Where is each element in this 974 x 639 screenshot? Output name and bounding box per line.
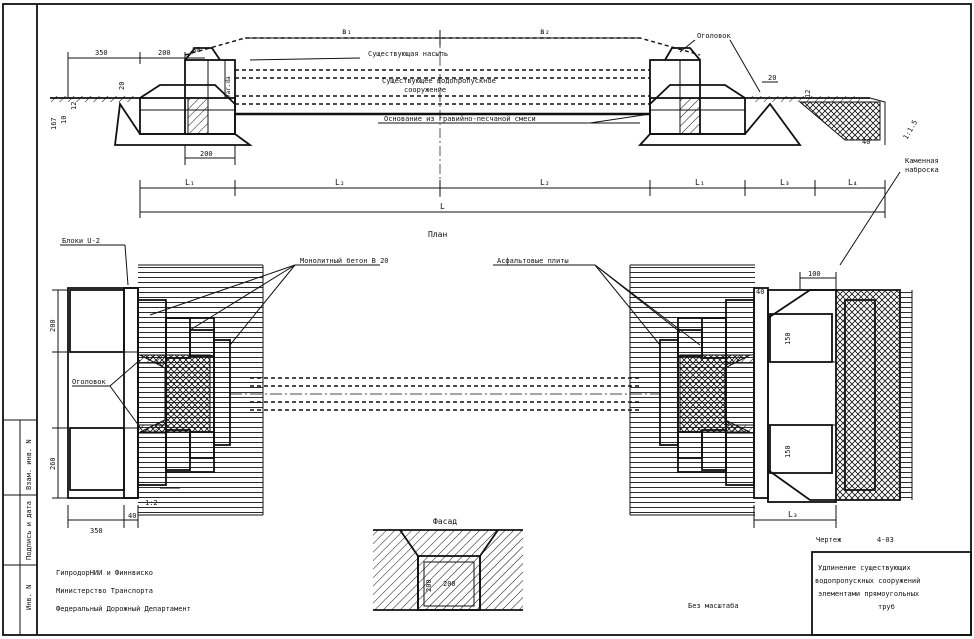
side-stamp-replace: Взам. инв. N — [25, 439, 33, 490]
title-line-4: труб — [878, 603, 895, 611]
label-existing-culvert-2: сооружение — [404, 86, 446, 94]
dim-10-left: 10 — [60, 116, 68, 124]
facade-view: Фасад 200 200 — [373, 517, 523, 611]
plan-dim-40-right: 40 — [756, 288, 764, 296]
dim-L-total: L — [440, 202, 445, 211]
label-stone-2: наброска — [905, 166, 939, 174]
plan-dim-L3: L₃ — [788, 510, 798, 519]
drawing-number: 4-03 — [877, 536, 894, 544]
plan-slope-1-2: 1:2 — [145, 499, 158, 507]
title-block: ГипродорНИИ и Финнвиско Министерство Тра… — [56, 536, 972, 636]
label-asphalt: Асфальтовые плиты — [497, 257, 569, 265]
dim-L2-left: L₂ — [335, 178, 345, 187]
label-concrete: Монолитный бетон В 20 — [300, 257, 389, 265]
dim-20-right: 20 — [768, 74, 776, 82]
plan-dim-350: 350 — [90, 527, 103, 535]
title-line-2: водопропускных сооружений — [815, 577, 920, 585]
right-headwall-plan — [659, 287, 837, 503]
dim-200-base: 200 — [200, 150, 213, 158]
dim-40-right: 40 — [862, 138, 870, 146]
dim-80-profile: 80 — [192, 46, 200, 54]
side-stamp-inv: Инв. N — [25, 585, 33, 610]
title-line-3: элементами прямоугольных — [818, 590, 919, 598]
label-headwall-plan: Оголовок — [72, 378, 107, 386]
profile-view: в₁ в₂ — [50, 27, 939, 266]
plan-dim-150-top: 150 — [784, 332, 792, 345]
drawing-number-label: Чертеж — [816, 536, 842, 544]
scale-note: Без масштаба — [688, 602, 739, 610]
right-headwall — [637, 47, 802, 146]
slope-ratio: 1:1.5 — [902, 119, 919, 141]
org-line-2: Министерство Транспорта — [56, 587, 153, 595]
label-existing-fill: Существующая насыпь — [368, 50, 448, 58]
left-headwall — [113, 47, 253, 146]
side-stamp-sign: Подпись и дата — [25, 501, 33, 560]
stone-riprap — [798, 101, 881, 141]
dim-20-left: 20 — [118, 82, 126, 90]
plan-dim-260: 260 — [49, 457, 57, 470]
plan-dim-100: 100 — [808, 270, 821, 278]
dim-L1-left: L₁ — [185, 178, 195, 187]
dim-L1-right: L₁ — [695, 178, 705, 187]
plan-dim-150-bottom: 150 — [784, 445, 792, 458]
label-stone-1: Каменная — [905, 157, 939, 165]
plan-title: План — [428, 230, 447, 239]
dim-12-right: 12 — [804, 90, 812, 98]
dim-200-profile: 200 — [158, 49, 171, 57]
dim-350-profile: 350 — [95, 49, 108, 57]
label-headwall-profile: Оголовок — [697, 32, 732, 40]
dim-12-left: 12 — [70, 102, 78, 110]
label-existing-culvert-1: Существующее водопропускное — [382, 77, 496, 85]
title-line-1: Удлинение существующих — [818, 564, 911, 572]
right-outlet-wing — [767, 289, 913, 501]
label-blocks-u2: Блоки U-2 — [62, 237, 100, 245]
dim-L2-right: L₂ — [540, 178, 550, 187]
sheet-frame — [2, 3, 972, 636]
side-stamp: Инв. N Подпись и дата Взам. инв. N — [3, 419, 37, 635]
org-line-1: ГипродорНИИ и Финнвиско — [56, 569, 153, 577]
facade-title: Фасад — [433, 517, 457, 526]
plan-view: План — [49, 230, 913, 535]
facade-dim-height: 200 — [425, 579, 433, 592]
dim-var: var.da — [225, 76, 232, 98]
dim-b-right: в₂ — [540, 27, 550, 36]
facade-dim-width: 200 — [443, 580, 456, 588]
facade-opening — [417, 555, 481, 611]
left-headwall-plan — [67, 287, 231, 499]
dim-L3: L₃ — [780, 178, 790, 187]
org-line-3: Федеральный Дорожный Департамент — [56, 605, 191, 613]
dim-167: 167 — [50, 117, 58, 130]
dim-L4: L₄ — [848, 178, 858, 187]
dim-b-left: в₁ — [342, 27, 352, 36]
plan-dim-40: 40 — [128, 512, 136, 520]
label-base-layer: Основание из гравийно-песчаной смеси — [384, 115, 536, 123]
plan-dim-200: 200 — [49, 319, 57, 332]
